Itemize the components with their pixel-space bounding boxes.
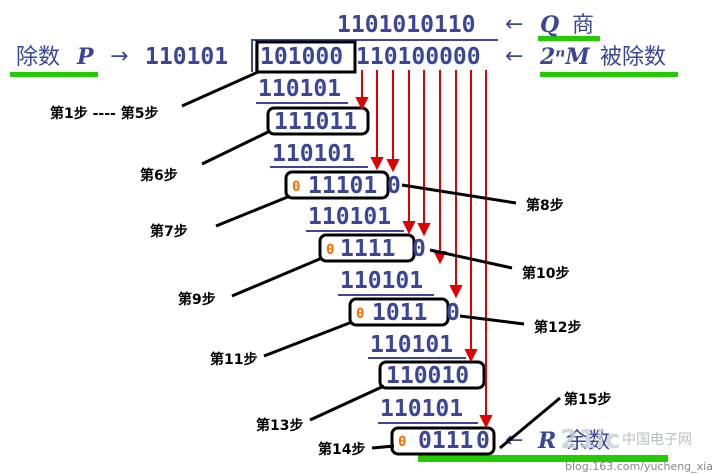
subtrahend-2: 110101: [272, 141, 355, 167]
step-10: 第10步: [522, 265, 569, 282]
leader-s11: [263, 320, 353, 358]
step-12: 第12步: [534, 319, 581, 336]
lead-zero-3: 0: [326, 242, 334, 258]
arrow-3-head: [386, 159, 400, 173]
trail-zero-2: 0: [387, 173, 401, 199]
lead-zero-6: 0: [398, 434, 406, 450]
step-6: 第6步: [140, 167, 178, 184]
subtrahend-1: 110101: [258, 76, 341, 102]
step-7: 第7步: [150, 223, 188, 240]
result-6: 0111: [418, 428, 473, 454]
arrow-5-head: [417, 223, 431, 237]
arrow-1-head: [355, 97, 369, 111]
subtrahend-5: 110101: [370, 332, 453, 358]
divisor-symbol: P: [76, 44, 95, 70]
divisor-arrow: →: [110, 44, 128, 69]
quotient-label: 商: [572, 13, 594, 38]
result-5: 110010: [386, 363, 469, 389]
step-9: 第9步: [178, 291, 216, 308]
trail-zero-3: 0: [412, 236, 426, 262]
arrow-2-head: [370, 157, 384, 171]
step-15: 第15步: [564, 391, 611, 408]
result-box-3: [318, 233, 416, 263]
remainder-label: 余数: [566, 429, 610, 454]
step-1-5: 第1步 ---- 第5步: [50, 105, 158, 122]
lead-zero-2: 0: [292, 179, 300, 195]
result-box-2: [284, 170, 390, 200]
result-1: 111011: [274, 109, 357, 135]
dividend-boxed: 101000: [260, 44, 343, 70]
arrow-9-head: [479, 415, 493, 429]
trail-zero-4: 0: [446, 300, 460, 326]
leader-s14: [371, 444, 395, 450]
leader-s8: [401, 183, 517, 205]
quotient-value: 1101010110: [337, 12, 475, 38]
subtrahend-4: 110101: [340, 268, 423, 294]
remainder-symbol: R: [537, 428, 556, 454]
leader-s9: [231, 256, 323, 298]
step-leaders: [181, 70, 561, 450]
leader-s13: [309, 384, 385, 422]
watermark-brand: 中国电子网: [622, 432, 692, 448]
leader-s15: [499, 396, 561, 450]
leader-s7: [215, 194, 291, 228]
quotient-arrow: ←: [505, 12, 523, 37]
result-4: 1011: [372, 300, 427, 326]
lead-zero-4: 0: [356, 306, 364, 322]
divisor-highlight: [10, 72, 98, 77]
dividend-symbol: 2ⁿM: [539, 44, 590, 70]
result-box-6: [390, 426, 496, 456]
watermark-logo: 21ic: [560, 425, 621, 455]
step-13: 第13步: [256, 417, 303, 434]
division-bracket: [251, 39, 498, 72]
trail-zero-6: 0: [476, 428, 490, 454]
subtrahend-3: 110101: [308, 204, 391, 230]
step-11: 第11步: [210, 351, 257, 368]
result-box-4: [348, 297, 450, 327]
dividend-rest: 110100000: [356, 44, 481, 70]
arrow-4-head: [402, 221, 416, 235]
result-3: 1111: [340, 236, 395, 262]
divisor-label: 除数: [16, 45, 60, 70]
leader-s10: [429, 248, 513, 270]
subtrahend-6: 110101: [380, 396, 463, 422]
dividend-highlight: [540, 72, 678, 77]
leader-s6: [201, 130, 269, 166]
dividend-arrow: ←: [505, 44, 523, 69]
step-8: 第8步: [526, 197, 564, 214]
boxed-dividend-frame: [255, 40, 357, 74]
quotient-highlight: [538, 36, 600, 41]
arrow-7-head: [449, 285, 463, 299]
watermark-url: blog.163.com/yucheng_xiao: [565, 460, 713, 473]
dividend-label: 被除数: [600, 45, 666, 70]
arrow-8-head: [464, 349, 478, 363]
result-box-5: [378, 360, 486, 390]
result-2: 11101: [308, 173, 377, 199]
divisor-value: 110101: [145, 44, 228, 70]
leader-s12: [459, 314, 525, 326]
step-14: 第14步: [318, 441, 365, 458]
bring-down-arrows: [355, 70, 493, 429]
quotient-symbol: Q: [540, 12, 559, 38]
remainder-highlight: [418, 455, 668, 462]
leader-s1-5: [181, 70, 259, 108]
result-box-1: [266, 106, 370, 136]
